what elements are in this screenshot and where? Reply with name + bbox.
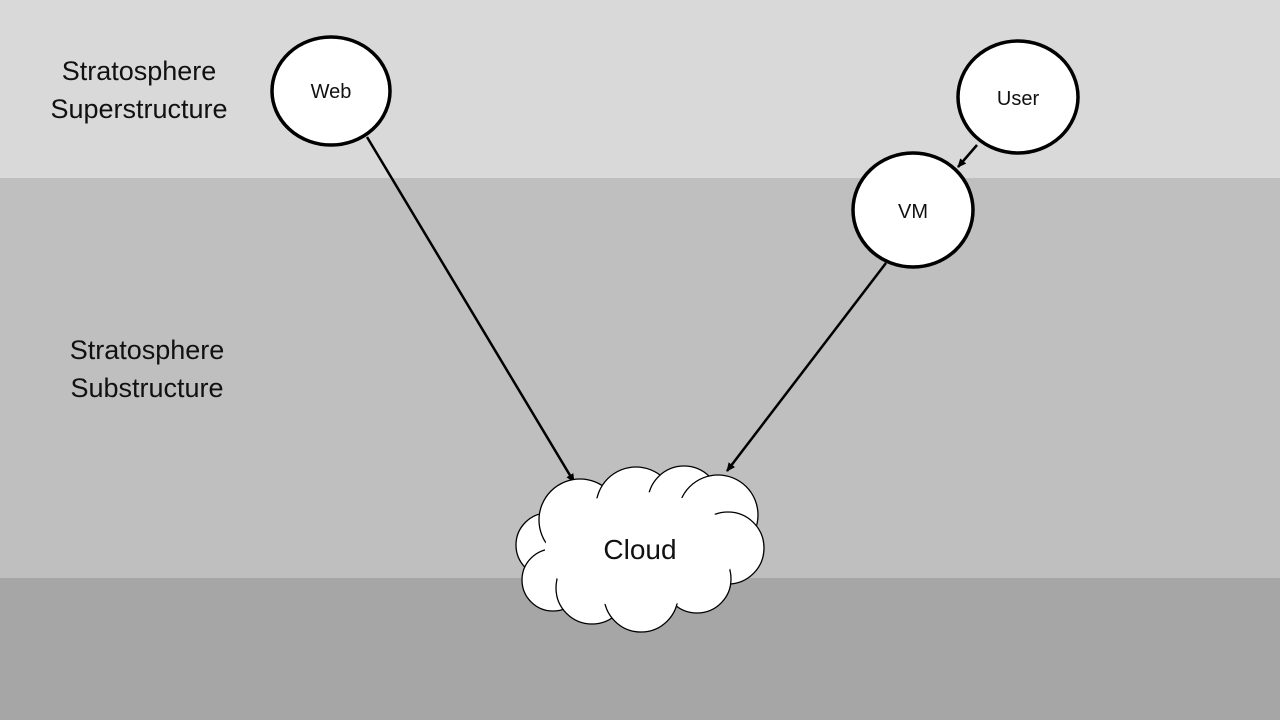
node-cloud[interactable]: Cloud <box>515 465 765 633</box>
node-user[interactable]: User <box>956 39 1080 155</box>
node-user-circle <box>956 39 1080 155</box>
superstructure-label-line1: Stratosphere <box>61 56 217 86</box>
substructure-label-line1: Stratosphere <box>69 335 225 365</box>
node-user-label: User <box>997 88 1040 110</box>
edge-vm-to-cloud <box>726 262 887 472</box>
node-vm-label: VM <box>898 201 928 223</box>
superstructure-label-line2: Superstructure <box>50 94 228 124</box>
node-vm[interactable]: VM <box>851 151 975 269</box>
substructure-label-line2: Substructure <box>70 373 224 403</box>
node-vm-circle <box>851 151 975 269</box>
node-web-label: Web <box>311 81 352 103</box>
superstructure-label: Stratosphere Superstructure <box>34 52 244 128</box>
substructure-label: Stratosphere Substructure <box>42 331 252 407</box>
node-web[interactable]: Web <box>270 35 392 147</box>
edge-web-to-cloud <box>365 136 576 483</box>
edge-user-to-vm <box>957 144 978 168</box>
node-web-circle <box>270 35 392 147</box>
cloud-shape <box>515 465 765 633</box>
node-cloud-label: Cloud <box>603 534 676 565</box>
